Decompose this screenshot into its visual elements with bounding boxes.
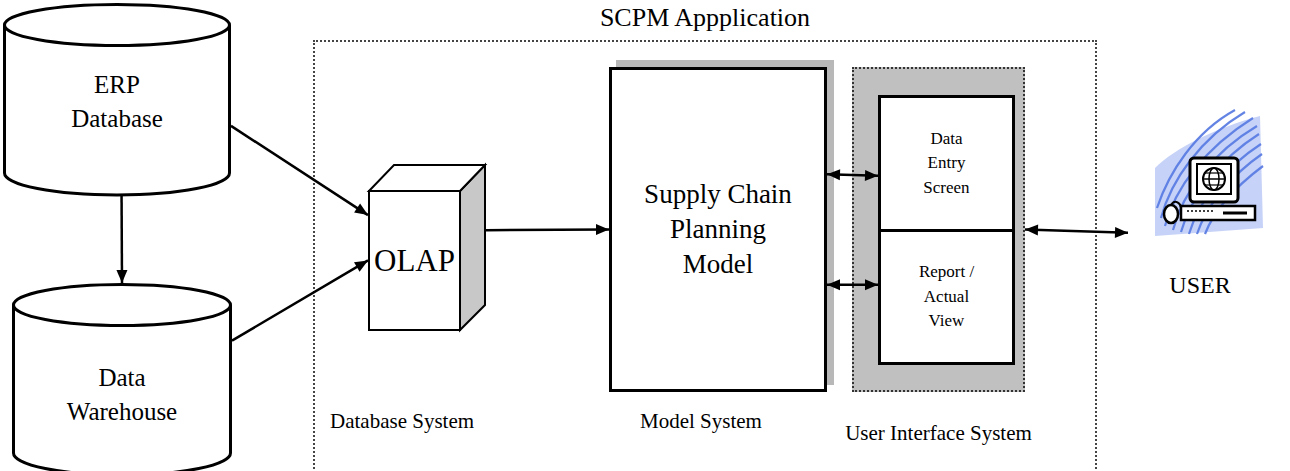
cube-side bbox=[460, 165, 485, 330]
arrow-head bbox=[865, 279, 878, 290]
connector-line bbox=[827, 174, 878, 176]
node-text: ERP Database bbox=[3, 47, 231, 157]
group-label: Database System bbox=[330, 409, 474, 434]
node-text: OLAP bbox=[369, 191, 460, 330]
screen-box: Data Entry Screen bbox=[878, 95, 1015, 232]
cylinder-top bbox=[5, 5, 230, 46]
node-text: SCPM Appplication bbox=[313, 0, 1097, 36]
database-cylinder: ERP Database bbox=[3, 3, 231, 195]
connector-line bbox=[1025, 230, 1128, 233]
database-cylinder: Data Warehouse bbox=[12, 283, 232, 471]
connector-line bbox=[827, 284, 878, 287]
group-label: Model System bbox=[640, 409, 762, 434]
connector-arrow bbox=[1025, 224, 1128, 237]
node-text: Supply Chain Planning Model bbox=[609, 67, 827, 392]
connector-arrow bbox=[232, 260, 368, 340]
connector-arrow bbox=[827, 169, 878, 181]
arrow-head bbox=[354, 203, 368, 215]
node-text: Report / Actual View bbox=[878, 229, 1015, 365]
cylinder-outline bbox=[3, 3, 231, 195]
arrow-head bbox=[827, 279, 840, 290]
arrow-head bbox=[1025, 224, 1038, 235]
application-boundary: SCPM AppplicationOLAPSupply Chain Planni… bbox=[313, 40, 1097, 471]
node-text: User Interface System bbox=[832, 404, 1045, 464]
arrow-head bbox=[596, 224, 609, 235]
node-text: USER bbox=[1128, 268, 1272, 302]
screen-box: Report / Actual View bbox=[878, 229, 1015, 365]
cylinder-top bbox=[14, 285, 231, 326]
node-text: Data Entry Screen bbox=[878, 95, 1015, 232]
model-box: Supply Chain Planning Model bbox=[609, 67, 827, 392]
connector-arrow bbox=[116, 195, 127, 283]
connector-line bbox=[486, 228, 609, 231]
user-node: USER bbox=[1128, 110, 1272, 305]
connector-arrow bbox=[486, 224, 609, 235]
node-text: Data Warehouse bbox=[12, 335, 232, 455]
ui-system-box: User Interface SystemData Entry ScreenRe… bbox=[852, 67, 1025, 392]
connector-arrow bbox=[827, 279, 878, 290]
arrow-head bbox=[827, 169, 840, 180]
connector-arrow bbox=[231, 126, 368, 215]
arrow-head bbox=[865, 170, 878, 181]
computer-icon bbox=[1135, 108, 1265, 248]
arrow-head bbox=[1115, 227, 1128, 238]
olap-cube: OLAP bbox=[368, 163, 486, 331]
connector-line bbox=[120, 195, 123, 283]
cube-top bbox=[369, 165, 485, 191]
connector-line bbox=[232, 260, 368, 340]
arrow-head bbox=[354, 260, 368, 271]
cube-front bbox=[369, 191, 460, 330]
connector-line bbox=[231, 126, 368, 215]
arrow-head bbox=[116, 270, 127, 283]
